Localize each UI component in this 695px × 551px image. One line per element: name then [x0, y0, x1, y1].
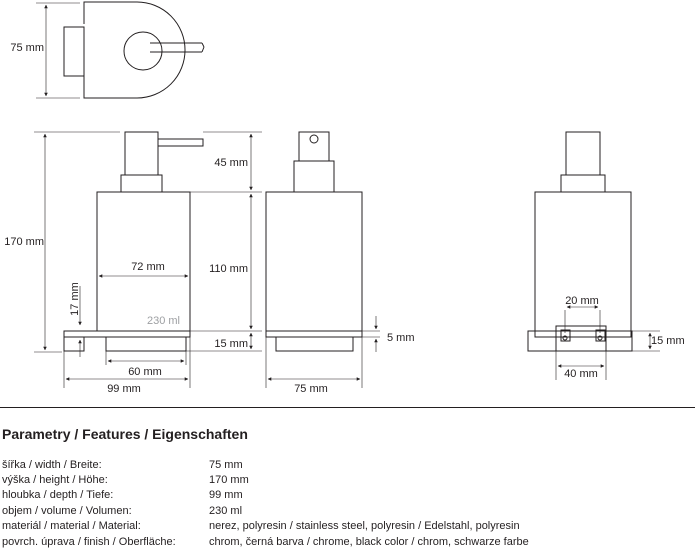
spec-value: 75 mm: [209, 459, 243, 471]
dim-bracket-height: 17 mm: [69, 282, 81, 316]
spec-label: hloubka / depth / Tiefe:: [2, 489, 114, 501]
spec-value: 230 ml: [209, 505, 243, 517]
dim-front-width: 75 mm: [294, 383, 328, 395]
spec-value: 170 mm: [209, 474, 249, 486]
dim-pump-height: 45 mm: [214, 157, 248, 169]
dim-body-width: 72 mm: [131, 261, 165, 273]
spec-row-finish: povrch. úprava / finish / Oberfläche: ch…: [2, 536, 692, 551]
dim-bracket-width: 40 mm: [564, 368, 598, 380]
dim-depth-total: 99 mm: [107, 383, 141, 395]
spec-label: povrch. úprava / finish / Oberfläche:: [2, 536, 176, 548]
dim-hole-spacing: 20 mm: [565, 295, 599, 307]
dim-bracket-right-height: 15 mm: [651, 335, 685, 347]
features-title: Parametry / Features / Eigenschaften: [2, 426, 248, 442]
spec-value: chrom, černá barva / chrome, black color…: [209, 536, 529, 548]
spec-row-material: materiál / material / Material: nerez, p…: [2, 520, 692, 535]
dim-plate-thickness: 5 mm: [387, 332, 415, 344]
side-view: [34, 131, 262, 388]
spec-value: nerez, polyresin / stainless steel, poly…: [209, 520, 520, 532]
dim-base-height: 15 mm: [214, 338, 248, 350]
spec-label: výška / height / Höhe:: [2, 474, 108, 486]
spec-label: objem / volume / Volumen:: [2, 505, 132, 517]
spec-row-volume: objem / volume / Volumen: 230 ml: [2, 505, 692, 520]
rear-view: [527, 131, 660, 380]
dim-base-width: 60 mm: [128, 366, 162, 378]
spec-label: šířka / width / Breite:: [2, 459, 102, 471]
spec-row-width: šířka / width / Breite: 75 mm: [2, 459, 692, 474]
spec-row-depth: hloubka / depth / Tiefe: 99 mm: [2, 489, 692, 504]
spec-label: materiál / material / Material:: [2, 520, 141, 532]
technical-drawing: 75 mm 170 mm 17 mm 72 mm 230 ml 60 mm 99…: [4, 1, 685, 395]
dim-top-width: 75 mm: [10, 42, 44, 54]
top-view: [36, 1, 205, 99]
spec-row-height: výška / height / Höhe: 170 mm: [2, 474, 692, 489]
dim-height-total: 170 mm: [4, 236, 44, 248]
dim-body-height: 110 mm: [209, 263, 248, 275]
spec-value: 99 mm: [209, 489, 243, 501]
front-view: [265, 131, 380, 388]
dim-volume: 230 ml: [147, 315, 180, 327]
separator-line: [0, 407, 695, 408]
